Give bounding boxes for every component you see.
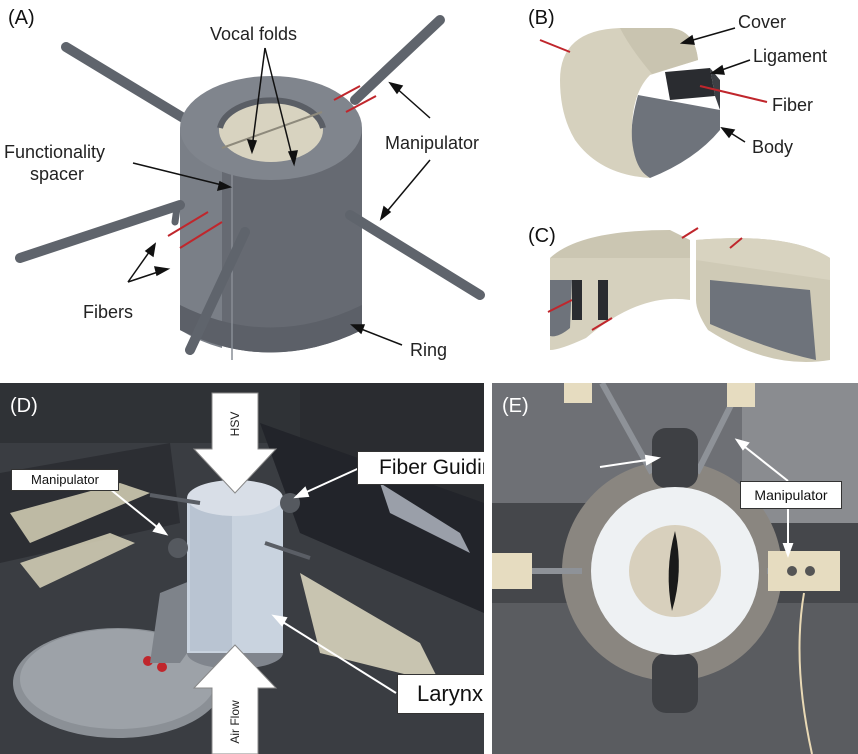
body-label: Body (752, 137, 794, 157)
panel-c-label: (C) (528, 225, 556, 247)
panel-d-photo: (D) HSV Air Flow Manipulator Fiber Guidi… (0, 383, 484, 754)
fibers-label: Fibers (83, 302, 134, 322)
fiber-guiding-system-label: Fiber Guiding System (357, 451, 484, 485)
panel-b: (B) Cover Ligament Fiber Body (520, 0, 858, 200)
panel-b-illustration (539, 27, 768, 178)
hsv-label: HSV (228, 411, 242, 437)
panel-c: (C) (520, 220, 858, 380)
manipulator-label-a: Manipulator (385, 133, 480, 153)
manipulator-label-d: Manipulator (11, 469, 119, 491)
cover-label: Cover (738, 12, 787, 32)
larynx-model-label: Larynx Model (397, 674, 484, 714)
panel-b-label: (B) (528, 7, 555, 29)
panel-e-scene (492, 383, 858, 754)
functionality-spacer-label-line2: spacer (30, 164, 85, 184)
fiber-label: Fiber (772, 95, 814, 115)
vocal-folds-label: Vocal folds (210, 24, 298, 44)
panel-c-illustration (547, 227, 830, 362)
ligament-label: Ligament (753, 46, 828, 66)
panel-a-label: (A) (8, 7, 35, 29)
panel-e-photo: (E) Manipulator (492, 383, 858, 754)
functionality-spacer-label-line1: Functionality (4, 142, 106, 162)
manipulator-label-e: Manipulator (740, 481, 842, 509)
panel-d-label: (D) (10, 395, 38, 417)
panel-a: (A) Vocal folds Functionality spacer Man… (0, 0, 520, 380)
ring-label: Ring (410, 340, 448, 360)
panel-e-label: (E) (502, 395, 529, 417)
panel-a-illustration (15, 15, 485, 360)
air-flow-label: Air Flow (228, 700, 242, 744)
